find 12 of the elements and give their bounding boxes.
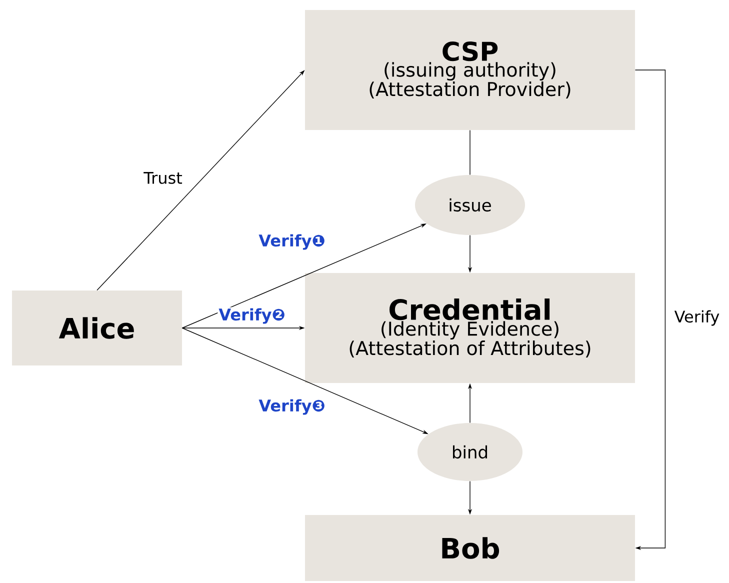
process-box: Credential (Identity Evidence) (Attestation of Attributes) xyxy=(305,273,635,383)
oval-node: bind xyxy=(418,423,522,481)
edge-label: Verify❶ xyxy=(258,233,326,251)
edge-label: Verify❷ xyxy=(218,307,286,325)
oval-node: issue xyxy=(415,175,525,235)
arrow xyxy=(634,70,666,550)
process-box: CSP (issuing authority) (Attestation Provider) xyxy=(305,10,635,130)
process-box: Bob xyxy=(305,515,635,581)
edge-label: Verify❸ xyxy=(258,398,326,416)
edge-label: Trust xyxy=(142,171,184,185)
process-box: Alice xyxy=(12,290,182,366)
edge-label: Verify xyxy=(673,309,721,327)
